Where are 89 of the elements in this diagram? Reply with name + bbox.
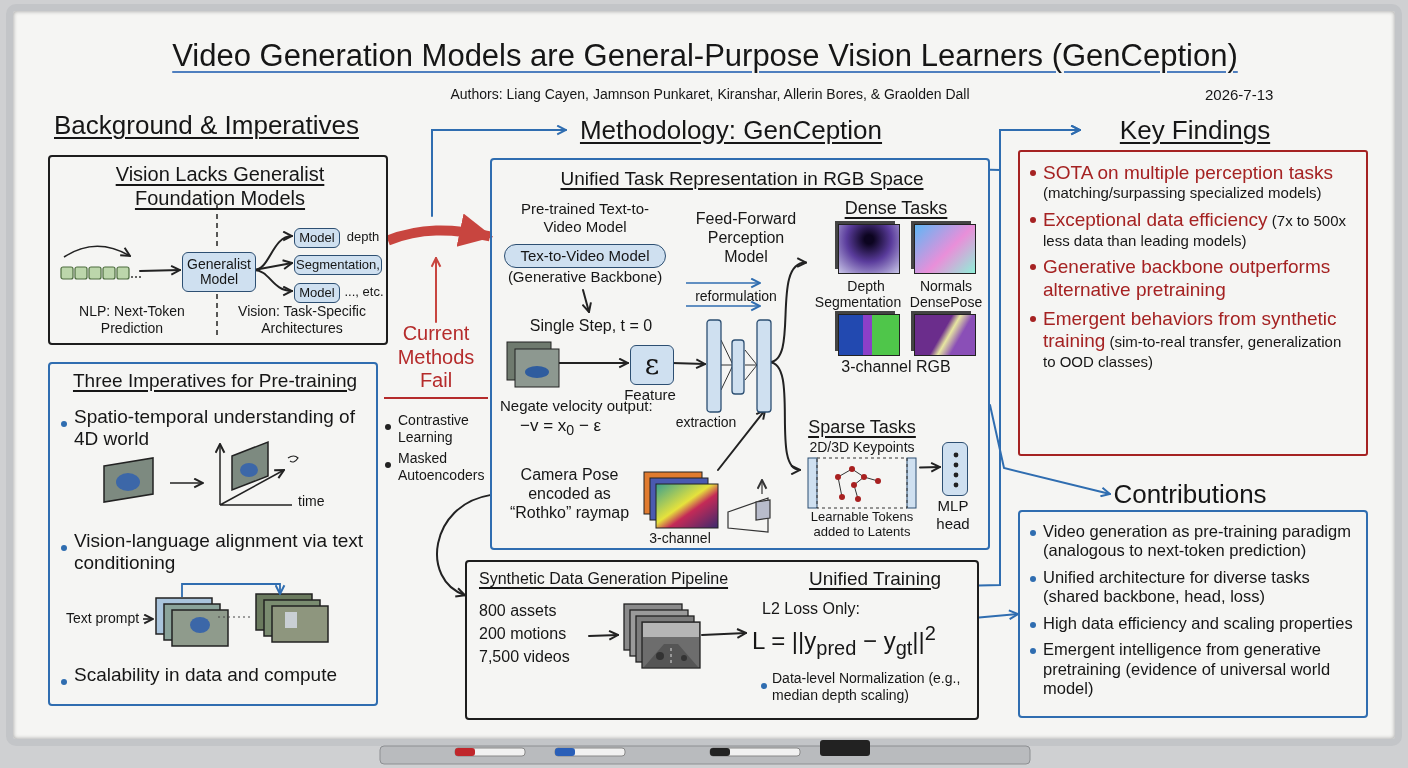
arrow <box>436 494 491 597</box>
arrow <box>701 628 747 639</box>
caption-text: Learnable Tokens added to Latents <box>809 509 915 540</box>
axis-label: time <box>298 493 326 510</box>
finding-text: Exceptional data efficiency (7x to 500x less data than leading models) <box>1043 209 1347 250</box>
contribution-text: Emergent intelligence from generative pretraining (evidence of universal world model) <box>1043 640 1332 699</box>
caption-text: NLP: Next-Token Prediction <box>78 303 186 337</box>
arrow <box>978 609 1019 621</box>
arrow <box>581 289 592 313</box>
video-frames-drawing <box>507 342 561 388</box>
bullet-text: Vision-language alignment via text conditioning <box>74 530 365 575</box>
contributions-box <box>1018 510 1368 718</box>
raymap-drawing <box>644 472 720 530</box>
bullet-text: Data-level Normalization (e.g., median depth scaling) <box>772 670 962 704</box>
panel-box <box>48 362 378 706</box>
model-box: Generalist Model <box>182 252 256 292</box>
contribution-text: Unified architecture for diverse tasks (shared backbone, head, loss) <box>1043 567 1311 607</box>
panel-heading: Three Imperatives for Pre-training <box>71 370 359 393</box>
image-caption: DensePose <box>908 294 984 311</box>
arrow <box>139 264 181 276</box>
section-heading: Sparse Tasks <box>807 417 917 439</box>
section-heading: Key Findings <box>1080 110 1310 150</box>
arrow <box>558 357 629 369</box>
image-caption: Segmentation <box>813 294 903 311</box>
caption-text: Vision: Task-Specific Architectures <box>237 303 367 337</box>
image-caption: Depth <box>846 278 886 295</box>
findings-box <box>1018 150 1368 456</box>
contribution-text: Video generation as pre-training paradigm (analogous to next-token prediction) <box>1043 522 1352 561</box>
count-text: 200 motions <box>479 625 568 644</box>
panel-box <box>465 560 979 720</box>
finding-text: Emergent behaviors from synthetic training (sim-to-real transfer, generalization to OOD classes) <box>1043 308 1343 371</box>
model-box: Model <box>294 283 340 303</box>
title-text: Video Generation Models are General-Purpose Vision Learners (GenCeption) <box>171 38 1239 75</box>
finding-text: Generative backbone outperforms alternative pretraining <box>1043 256 1332 301</box>
arrow <box>588 629 619 641</box>
section-heading: Methodology: GenCeption <box>566 112 896 148</box>
loss-caption: L2 Loss Only: <box>762 600 861 619</box>
count-text: 800 assets <box>479 602 558 621</box>
caption-text: 3-channel <box>648 530 712 547</box>
contribution-text: High data efficiency and scaling properties <box>1043 613 1354 634</box>
token-sequence-drawing <box>60 265 142 281</box>
panel-box <box>490 158 990 550</box>
author-text: Authors: Liang Cayen, Jamnson Punkaret, Kiranshar, Allerin Bores, & Graolden Dall <box>449 86 971 103</box>
task-caption: depth <box>345 229 381 245</box>
task-caption: ..., etc. <box>343 284 385 300</box>
model-caption: Pre-trained Text-to-Video Model <box>519 200 651 236</box>
model-box: Model <box>294 228 340 248</box>
arrow <box>989 403 1111 498</box>
finding-text: SOTA on multiple perception tasks (matching/surpassing specialized models) <box>1043 162 1335 203</box>
block-arrow <box>386 213 494 248</box>
warning-heading: Current Methods Fail <box>384 322 488 399</box>
network-drawing <box>707 320 771 412</box>
section-heading: Background & Imperatives <box>54 110 360 141</box>
rendered-frames-drawing <box>620 602 704 672</box>
bullet-text: Scalability in data and compute <box>74 664 338 687</box>
panel-heading: Synthetic Data Generation Pipeline <box>479 570 730 589</box>
mlp-head-box <box>942 442 968 496</box>
panel-heading: Vision Lacks Generalist Foundation Models <box>114 163 326 211</box>
arrow <box>431 124 567 217</box>
section-heading: Dense Tasks <box>843 198 949 220</box>
arrow <box>978 124 1081 587</box>
caption-text: MLP head <box>935 497 971 533</box>
arrow <box>919 461 941 473</box>
step-label: Single Step, t = 0 <box>511 314 671 338</box>
bullet-text: Spatio-temporal understanding of 4D world <box>74 406 356 451</box>
caption-text: (Generative Backbone) <box>506 268 664 286</box>
formula-text: −v = x$_{0}$ − ε <box>520 416 603 440</box>
step-caption: extraction <box>674 414 738 431</box>
image-caption: 3-channel RGB <box>840 358 952 377</box>
bullet-text: Contrastive Learning <box>398 412 470 446</box>
caption-text: 2D/3D Keypoints <box>808 439 916 456</box>
panel-box <box>48 155 388 345</box>
panel-heading: Unified Task Representation in RGB Space <box>559 168 925 191</box>
bullet-text: Masked Autoencoders <box>398 450 486 484</box>
model-caption: Feed-Forward Perception Model <box>694 210 798 267</box>
task-box: Segmentation, <box>294 255 382 275</box>
model-pill: Tex-to-Video Model <box>504 244 666 268</box>
arrow <box>430 257 442 323</box>
image-caption: Normals <box>918 278 974 295</box>
arrow <box>717 409 767 471</box>
date-text: 2026-7-13 <box>1205 86 1275 104</box>
caption-text: Camera Pose encoded as “Rothko” raymap <box>508 466 631 523</box>
loss-formula: L = ||y$_{pred}$ − y$_{gt}$||$^{2}$ <box>752 622 937 661</box>
panel-heading: Unified Training <box>808 568 942 591</box>
step-caption: reformulation <box>694 288 778 305</box>
section-heading: Contributions <box>1110 476 1270 512</box>
encoder-box: ε <box>630 345 674 385</box>
caption-text: Text prompt <box>66 610 141 627</box>
count-text: 7,500 videos <box>479 648 571 667</box>
